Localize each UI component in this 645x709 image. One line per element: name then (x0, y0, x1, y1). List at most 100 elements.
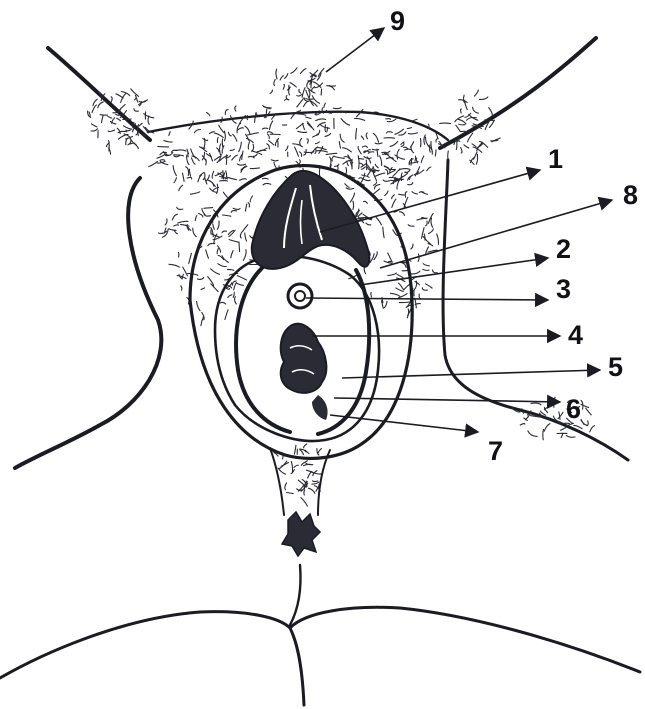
hair-stroke (160, 160, 165, 161)
callout-label-7: 7 (488, 436, 503, 466)
hair-stroke (165, 219, 167, 225)
hair-stroke (253, 154, 257, 156)
hair-stroke (222, 231, 226, 233)
hair-stroke (375, 164, 378, 168)
hair-stroke (375, 143, 382, 144)
leader-line-6 (334, 398, 560, 402)
hair-stroke (227, 269, 233, 270)
hair-stroke (408, 133, 417, 134)
hair-stroke (174, 178, 177, 183)
hair-stroke (297, 99, 304, 107)
hair-stroke (189, 169, 190, 176)
vaginal-opening-shape (281, 324, 327, 393)
callout-label-1: 1 (548, 144, 563, 174)
hair-stroke (108, 130, 115, 131)
hair-stroke (285, 74, 288, 79)
hair-stroke (225, 110, 228, 115)
hair-stroke (222, 139, 223, 148)
fourchette-shade (312, 395, 328, 420)
hair-stroke (373, 133, 378, 142)
hair-stroke (174, 231, 177, 234)
hair-stroke (361, 136, 363, 139)
hair-stroke (459, 124, 465, 125)
hair-stroke (405, 170, 410, 173)
hair-stroke (217, 148, 219, 152)
callout-label-4: 4 (568, 320, 583, 350)
hair-stroke (300, 138, 302, 145)
hair-stroke (431, 142, 432, 152)
hair-stroke (528, 431, 537, 437)
right-buttock-curve (290, 607, 640, 672)
hair-stroke (399, 283, 404, 290)
hair-stroke (383, 227, 384, 238)
hair-stroke (225, 310, 228, 320)
hair-stroke (435, 150, 436, 156)
hair-stroke (411, 147, 414, 153)
pubic-hair-region (88, 68, 595, 506)
hair-stroke (290, 83, 297, 87)
hair-stroke (423, 264, 429, 266)
hair-stroke (202, 208, 205, 215)
hair-stroke (362, 146, 367, 147)
hair-stroke (312, 87, 315, 91)
hair-stroke (291, 462, 292, 473)
perineum-right-line (318, 450, 330, 515)
hair-stroke (399, 194, 405, 195)
hair-stroke (317, 130, 320, 134)
hair-stroke (492, 138, 501, 142)
hair-stroke (298, 131, 307, 132)
hair-stroke (169, 132, 171, 136)
hair-stroke (201, 288, 205, 290)
leader-line-7 (330, 415, 478, 432)
hair-stroke (250, 168, 259, 169)
vaginal-opening (281, 324, 327, 393)
hair-stroke (217, 221, 219, 229)
hair-stroke (280, 76, 283, 80)
hair-stroke (437, 234, 439, 244)
hair-stroke (137, 98, 138, 102)
hair-stroke (229, 240, 238, 243)
hair-stroke (316, 119, 326, 121)
hair-stroke (263, 178, 269, 179)
hair-stroke (448, 151, 449, 159)
hair-stroke (408, 225, 414, 227)
hair-stroke (317, 151, 328, 152)
hair-stroke (225, 131, 226, 141)
hair-stroke (241, 166, 246, 170)
hair-stroke (318, 68, 324, 76)
hair-stroke (354, 118, 364, 120)
hair-stroke (270, 121, 273, 130)
hair-stroke (295, 147, 299, 156)
hair-stroke (235, 106, 236, 111)
hair-stroke (426, 284, 433, 288)
hair-stroke (335, 164, 339, 166)
hair-stroke (489, 108, 493, 116)
hair-stroke (233, 292, 234, 297)
hair-stroke (422, 288, 427, 290)
fourchette (312, 395, 328, 420)
left-thigh-inner-line (15, 178, 161, 468)
hair-stroke (380, 156, 382, 166)
hair-stroke (245, 126, 250, 134)
hair-stroke (423, 269, 429, 270)
hair-stroke (313, 481, 318, 482)
hair-stroke (245, 204, 246, 211)
hair-stroke (531, 403, 541, 405)
hair-stroke (561, 427, 566, 430)
hair-stroke (456, 140, 457, 149)
hair-stroke (111, 97, 112, 102)
perineum-left-line (270, 448, 284, 515)
leader-line-5 (342, 370, 600, 378)
urethral-opening (288, 284, 312, 308)
hair-stroke (386, 119, 391, 120)
hair-stroke (324, 103, 326, 107)
hair-stroke (426, 137, 430, 147)
hair-stroke (326, 153, 337, 154)
hair-stroke (302, 88, 305, 98)
hair-stroke (358, 147, 361, 154)
hair-stroke (415, 156, 416, 161)
hair-stroke (544, 424, 550, 432)
hair-stroke (174, 155, 180, 156)
hair-stroke (233, 134, 237, 141)
hair-stroke (395, 155, 405, 159)
